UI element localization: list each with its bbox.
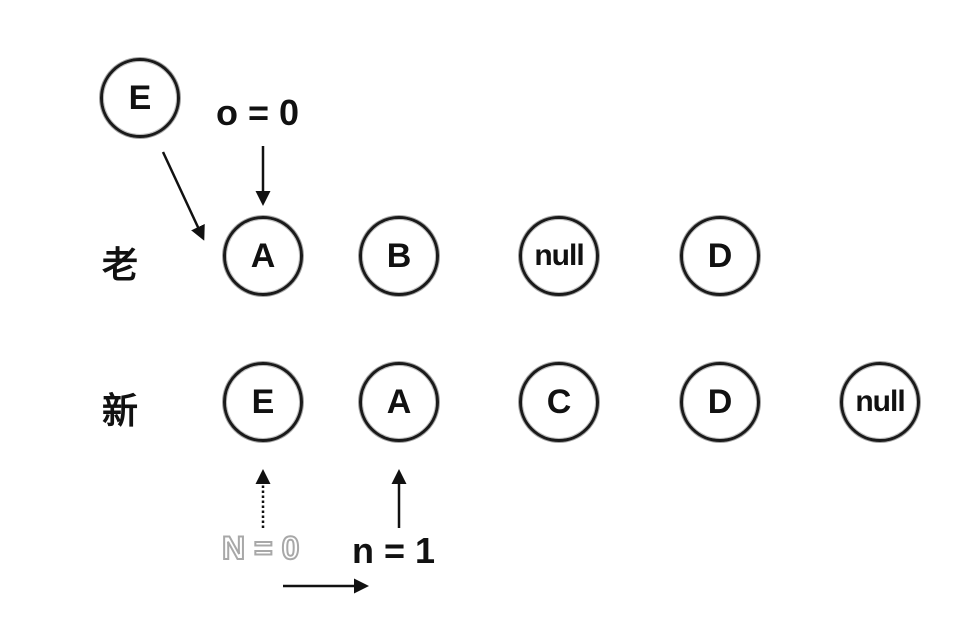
old-node: A (223, 216, 303, 296)
old-row-label: 老 (102, 245, 139, 286)
old-node: B (359, 216, 439, 296)
new-node: C (519, 362, 599, 442)
floating-node-e: E (100, 58, 180, 138)
new-node: null (840, 362, 920, 442)
new-node: D (680, 362, 760, 442)
previous-pointer-label: N = 0 (221, 529, 300, 567)
new-pointer-label: n = 1 (352, 530, 436, 571)
new-node: A (359, 362, 439, 442)
new-node: E (223, 362, 303, 442)
old-node: D (680, 216, 760, 296)
insert-arrow (161, 151, 205, 241)
new-row-label: 新 (102, 391, 139, 432)
old-pointer-label: o = 0 (216, 92, 300, 133)
old-node: null (519, 216, 599, 296)
